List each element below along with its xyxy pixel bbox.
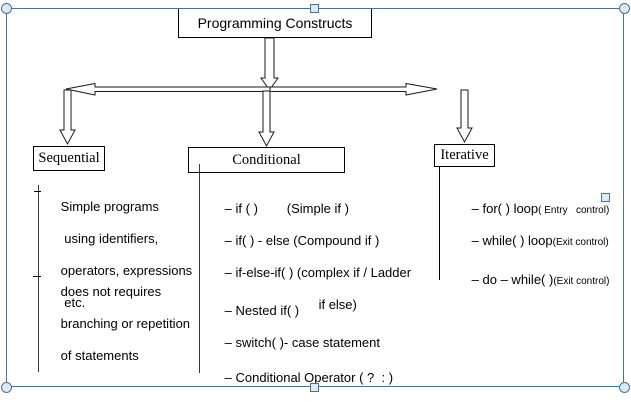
selection-handle-middle-right[interactable] <box>601 193 610 202</box>
list-item: – Conditional Operator ( ? : ) <box>203 354 393 402</box>
item-dash: – <box>224 233 236 248</box>
item-line: branching or repetition <box>60 316 191 331</box>
selection-handle-top-left[interactable] <box>1 3 12 14</box>
item-dash: – <box>224 303 236 318</box>
item-dash: – <box>224 370 236 385</box>
item-dash: – <box>471 233 483 248</box>
header-box-conditional: Conditional <box>188 147 345 173</box>
item-line: Simple programs <box>60 199 159 214</box>
selection-handle-bottom-center[interactable] <box>310 383 319 392</box>
arrow-down-center-top <box>260 37 279 91</box>
spine-line-iterative <box>439 167 440 280</box>
arrow-right-branch <box>269 82 438 96</box>
item-dash: – <box>224 335 236 350</box>
arrow-down-sequential <box>59 89 76 146</box>
item-line: etc. <box>60 295 86 310</box>
header-label-conditional: Conditional <box>232 151 301 168</box>
arrow-down-iterative <box>456 89 473 144</box>
item-line: Conditional Operator ( ? : ) <box>235 370 394 385</box>
header-label-sequential: Sequential <box>38 150 100 166</box>
item-line: Nested if( ) <box>235 303 300 318</box>
item-line: of statements <box>60 348 139 363</box>
item-dash: – <box>224 201 236 216</box>
item-note: (Exit control) <box>553 276 610 287</box>
list-item: – do – while( )(Exit control) <box>450 256 610 306</box>
header-label-iterative: Iterative <box>440 147 489 163</box>
item-note: (Exit control) <box>552 237 609 248</box>
list-item: – for( ) loop( Entry control) <box>450 185 610 235</box>
bullet-dash-sequential-2 <box>33 276 41 277</box>
item-line: does not requires <box>60 284 162 299</box>
item-dash: – <box>471 201 483 216</box>
item-line: do – while( ) <box>482 272 554 287</box>
item-dash: – <box>471 272 483 287</box>
item-line: if ( ) (Simple if ) <box>235 201 349 216</box>
item-line: if else) <box>224 297 357 312</box>
list-item: – Nested if( ) <box>203 287 299 335</box>
spine-line-sequential <box>38 185 39 372</box>
list-item: does not requires branching or repetitio… <box>39 268 209 380</box>
item-line: switch( )- case statement <box>235 335 381 350</box>
item-line: if-else-if( ) (complex if / Ladder <box>235 265 412 280</box>
item-line: using identifiers, <box>60 231 159 246</box>
selection-handle-bottom-left[interactable] <box>1 382 12 393</box>
header-box-sequential: Sequential <box>33 146 105 171</box>
bullet-dash-sequential-1 <box>34 191 41 192</box>
selection-handle-top-center[interactable] <box>310 4 319 13</box>
arrow-left-branch <box>65 82 271 96</box>
arrow-down-conditional <box>258 90 275 148</box>
item-line: for( ) loop <box>482 201 539 216</box>
selection-handle-bottom-right[interactable] <box>619 382 630 393</box>
title-box-label: Programming Constructs <box>197 15 353 31</box>
list-item: – if ( ) (Simple if ) <box>203 185 349 233</box>
item-line: while( ) loop <box>482 233 553 248</box>
header-box-iterative: Iterative <box>434 144 495 167</box>
item-dash: – <box>224 265 236 280</box>
title-box: Programming Constructs <box>178 8 372 38</box>
list-item: – switch( )- case statement <box>203 319 380 367</box>
item-line: if( ) - else (Compound if ) <box>235 233 380 248</box>
item-line: operators, expressions <box>60 263 193 278</box>
list-item: Simple programs using identifiers, opera… <box>39 183 209 327</box>
list-item: – while( ) loop(Exit control) <box>450 217 609 267</box>
spine-line-conditional <box>199 164 200 373</box>
list-item: – if( ) - else (Compound if ) <box>203 217 380 265</box>
list-item: – if-else-if( ) (complex if / Ladder if … <box>203 249 411 329</box>
item-note: ( Entry control) <box>538 205 610 216</box>
selection-handle-top-right[interactable] <box>619 3 630 14</box>
